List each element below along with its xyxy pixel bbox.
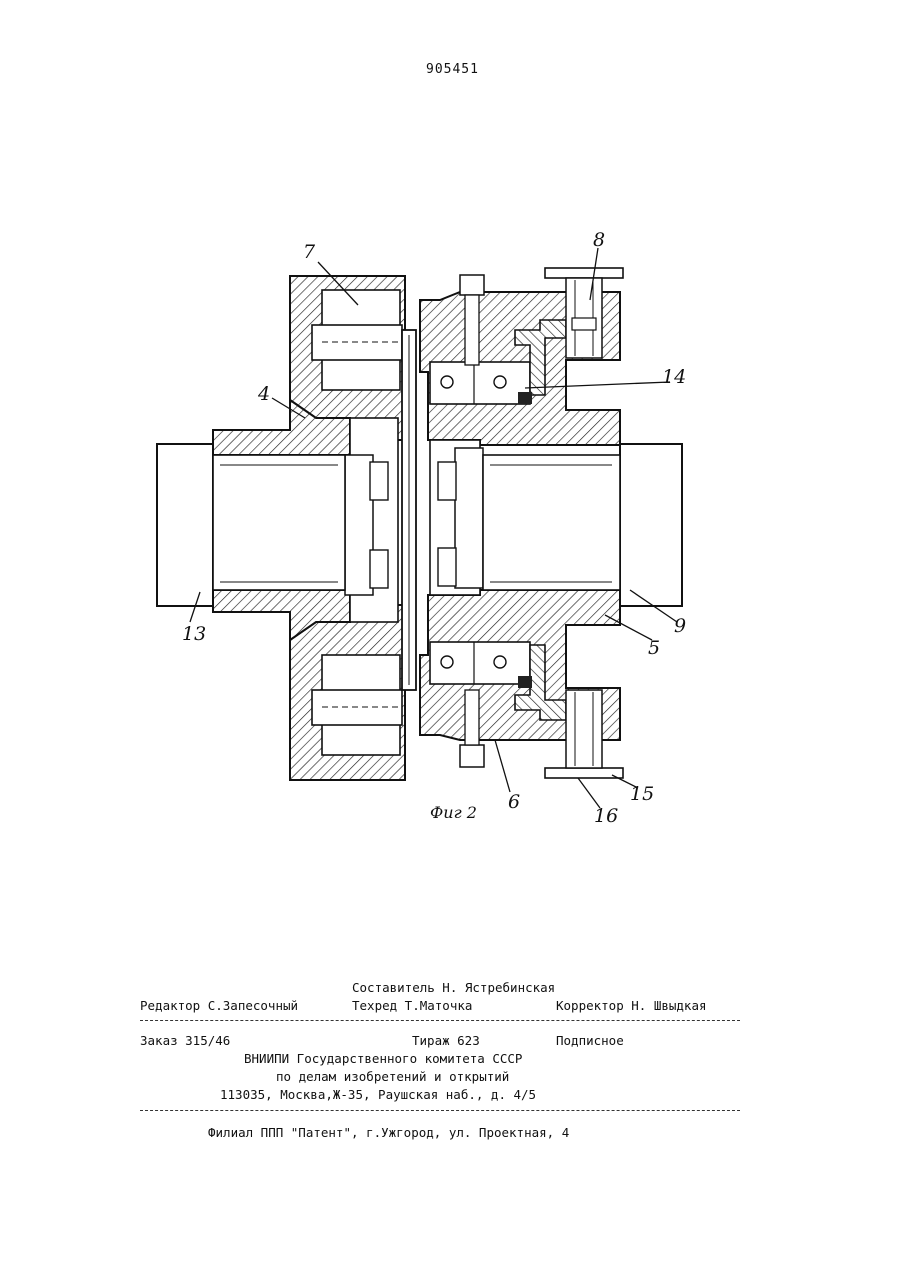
address-line: 113035, Москва,Ж-35, Раушская наб., д. 4… (220, 1087, 536, 1102)
circulation-line: Тираж 623 (412, 1033, 480, 1048)
subscription-line: Подписное (556, 1033, 624, 1048)
divider-bottom (140, 1110, 740, 1111)
editor-line: Редактор С.Запесочный (140, 998, 298, 1013)
branch-line: Филиал ППП "Патент", г.Ужгород, ул. Прое… (208, 1125, 569, 1140)
org-line-1: ВНИИПИ Государственного комитета СССР (244, 1051, 522, 1066)
proofreader-line: Корректор Н. Швыдкая (556, 998, 707, 1013)
divider-top (140, 1020, 740, 1021)
org-line-2: по делам изобретений и открытий (276, 1069, 509, 1084)
composer-line: Составитель Н. Ястребинская (352, 980, 555, 995)
order-line: Заказ 315/46 (140, 1033, 230, 1048)
tech-editor-line: Техред Т.Маточка (352, 998, 472, 1013)
